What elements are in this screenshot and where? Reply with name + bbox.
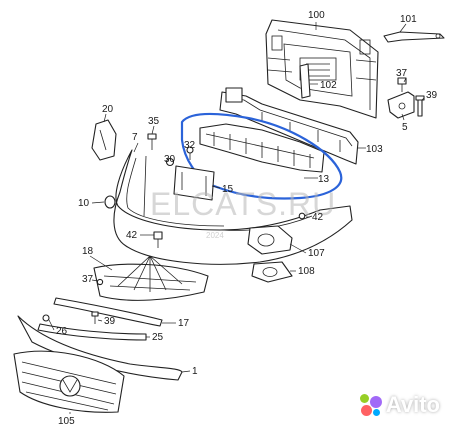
callout-5: 5 bbox=[402, 122, 408, 133]
callout-7: 7 bbox=[132, 132, 138, 143]
callout-100: 100 bbox=[308, 10, 325, 21]
callout-39-right: 39 bbox=[426, 90, 438, 101]
watermark-year: 2024 bbox=[206, 231, 224, 240]
part-plate-bracket bbox=[173, 165, 215, 201]
callout-20: 20 bbox=[102, 104, 114, 115]
part-side-bracket-20 bbox=[91, 119, 117, 161]
part-side-bracket-5 bbox=[387, 91, 415, 119]
callout-35: 35 bbox=[148, 116, 160, 127]
part-screw-37-right bbox=[397, 77, 407, 92]
callout-25: 25 bbox=[152, 332, 164, 343]
callout-103: 103 bbox=[366, 144, 383, 155]
callout-102: 102 bbox=[320, 80, 337, 91]
callout-15: 15 bbox=[222, 184, 234, 195]
avito-label: Avito bbox=[385, 392, 440, 417]
avito-badge: Avito bbox=[359, 392, 440, 418]
part-tow-cap bbox=[104, 195, 116, 209]
callout-105: 105 bbox=[58, 416, 75, 427]
watermark-text: ELCATS.RU bbox=[150, 186, 336, 222]
callout-18: 18 bbox=[82, 246, 94, 257]
part-front-grille bbox=[13, 350, 125, 413]
callout-1: 1 bbox=[192, 366, 198, 377]
callout-26: 26 bbox=[56, 326, 68, 337]
part-bolt-35 bbox=[147, 133, 157, 150]
callout-17: 17 bbox=[178, 318, 190, 329]
part-bolt-39-right bbox=[415, 95, 425, 117]
part-clip-42-left bbox=[153, 231, 163, 248]
callout-10: 10 bbox=[78, 198, 90, 209]
callout-30: 30 bbox=[164, 154, 176, 165]
part-moulding-17 bbox=[53, 297, 163, 327]
callout-39-left: 39 bbox=[104, 316, 116, 327]
callout-32: 32 bbox=[184, 140, 196, 151]
callout-42-left: 42 bbox=[126, 230, 138, 241]
callout-107: 107 bbox=[308, 248, 325, 259]
part-upper-bracket bbox=[383, 31, 445, 43]
avito-logo-icon bbox=[359, 394, 382, 416]
callout-42-right: 42 bbox=[312, 212, 324, 223]
callout-13: 13 bbox=[318, 174, 330, 185]
part-clip-42-right bbox=[298, 212, 306, 220]
part-lower-spoiler bbox=[93, 255, 209, 301]
part-screw-32 bbox=[186, 146, 194, 160]
part-screw-26 bbox=[42, 314, 50, 322]
callout-101: 101 bbox=[400, 14, 417, 25]
part-impact-bar bbox=[219, 87, 359, 165]
part-screw-37-left bbox=[96, 278, 104, 286]
part-front-carrier bbox=[265, 19, 379, 119]
part-carrier-clip bbox=[299, 63, 311, 99]
part-strip-25 bbox=[37, 323, 147, 341]
part-bolt-39-left bbox=[91, 311, 99, 324]
callout-37-right: 37 bbox=[396, 68, 408, 79]
part-nut-30 bbox=[165, 157, 175, 167]
callout-108: 108 bbox=[298, 266, 315, 277]
part-fog-trim-108 bbox=[251, 261, 293, 283]
callout-37-left: 37 bbox=[82, 274, 94, 285]
part-energy-absorber bbox=[199, 123, 325, 173]
part-fog-cover-107 bbox=[247, 225, 293, 255]
